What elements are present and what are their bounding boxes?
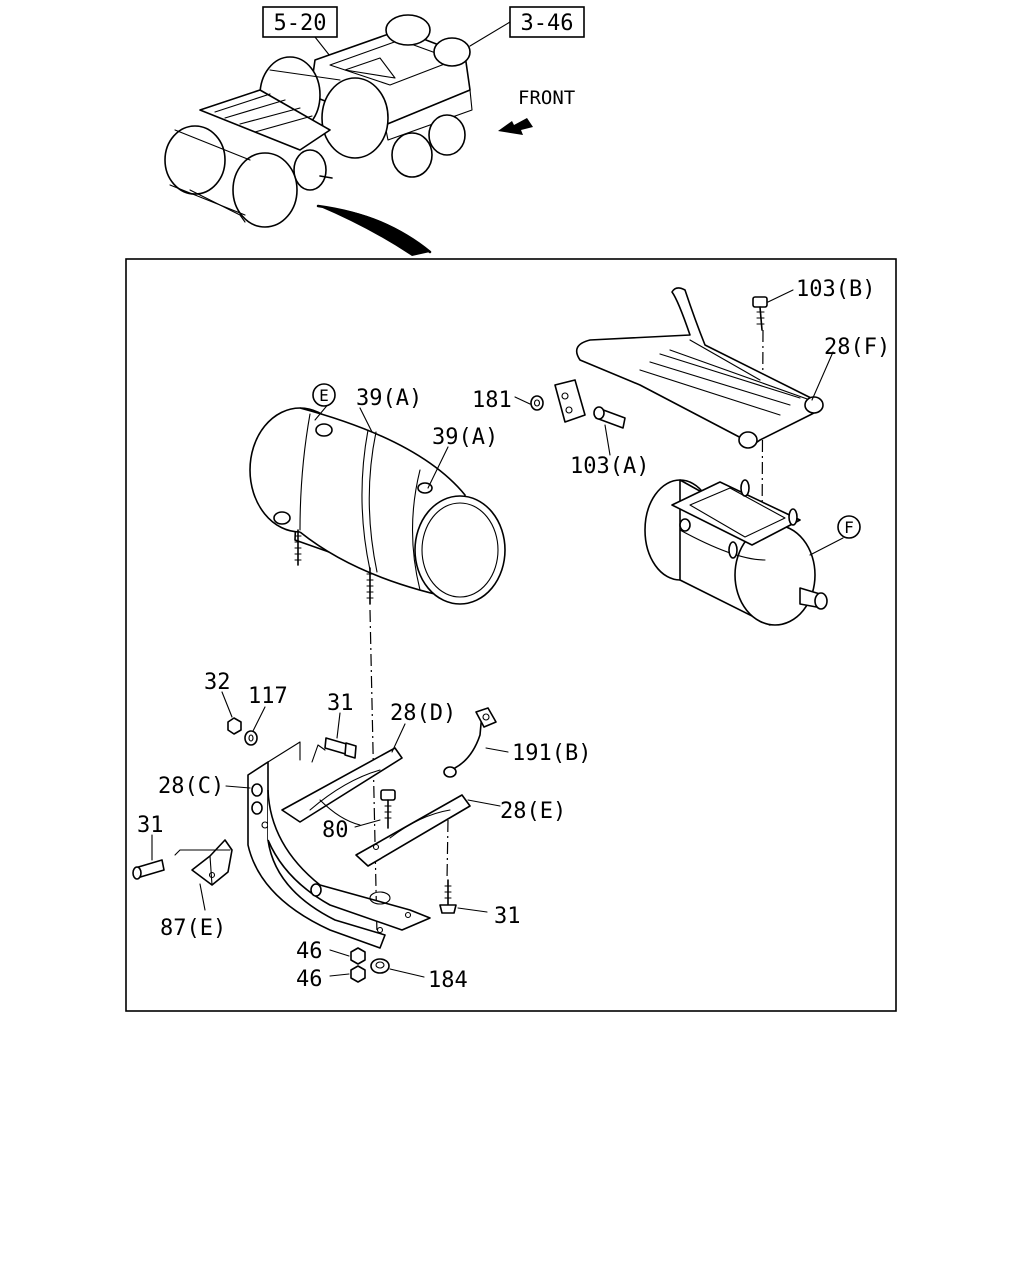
label-28e: 28(E) [500,799,566,824]
bolt-31-left[interactable] [132,859,165,880]
label-32: 32 [204,670,231,695]
front-arrow-icon [498,118,533,135]
svg-text:FRONT: FRONT [518,87,575,109]
detail-frame [125,258,897,1012]
callout-f: F [837,515,861,539]
tank-e [249,407,506,605]
nut-46-lower[interactable] [350,965,366,983]
bolt-31-top[interactable] [311,737,357,763]
label-31-top: 31 [327,691,354,716]
label-191b: 191(B) [512,741,591,766]
label-87e: 87(E) [160,916,226,941]
label-28d: 28(D) [390,701,456,726]
label-80: 80 [322,818,349,843]
nut-32[interactable] [227,717,242,735]
svg-text:3-46: 3-46 [521,11,574,36]
step-bracket-28f [554,287,824,449]
label-181: 181 [472,388,512,413]
svg-text:E: E [319,386,329,405]
washer-181[interactable] [530,395,544,411]
overview-assembly: 5-20 3-46 [164,6,585,256]
label-184: 184 [428,968,468,993]
label-39a-1: 39(A) [356,386,422,411]
svg-text:F: F [844,518,854,537]
ref-box-3-46[interactable]: 3-46 [509,6,585,38]
bolt-31-right[interactable] [439,879,457,914]
label-28f: 28(F) [824,335,890,360]
label-103a: 103(A) [570,454,649,479]
leader-lines [151,289,844,978]
washer-117[interactable] [244,730,258,746]
front-direction-indicator: FRONT [498,87,575,135]
label-117: 117 [248,684,288,709]
label-28c: 28(C) [158,774,224,799]
label-31-right: 31 [494,904,521,929]
callout-e: E [312,383,336,407]
label-46-2: 46 [296,967,323,992]
nut-184[interactable] [370,958,390,974]
mounting-bracket-assembly [174,707,497,949]
label-46-1: 46 [296,939,323,964]
bolt-80[interactable] [380,789,396,829]
label-31-left: 31 [137,813,164,838]
bolt-103a[interactable] [593,406,626,429]
svg-text:5-20: 5-20 [274,11,327,36]
nut-46-upper[interactable] [350,947,366,965]
bolt-103b[interactable] [752,296,768,331]
part-labels: 103(B) 28(F) 181 103(A) 39(A) 39(A) 32 1… [137,277,890,993]
label-103b: 103(B) [796,277,875,302]
label-39a-2: 39(A) [432,425,498,450]
tank-f [644,479,828,626]
ref-box-5-20[interactable]: 5-20 [262,6,338,38]
